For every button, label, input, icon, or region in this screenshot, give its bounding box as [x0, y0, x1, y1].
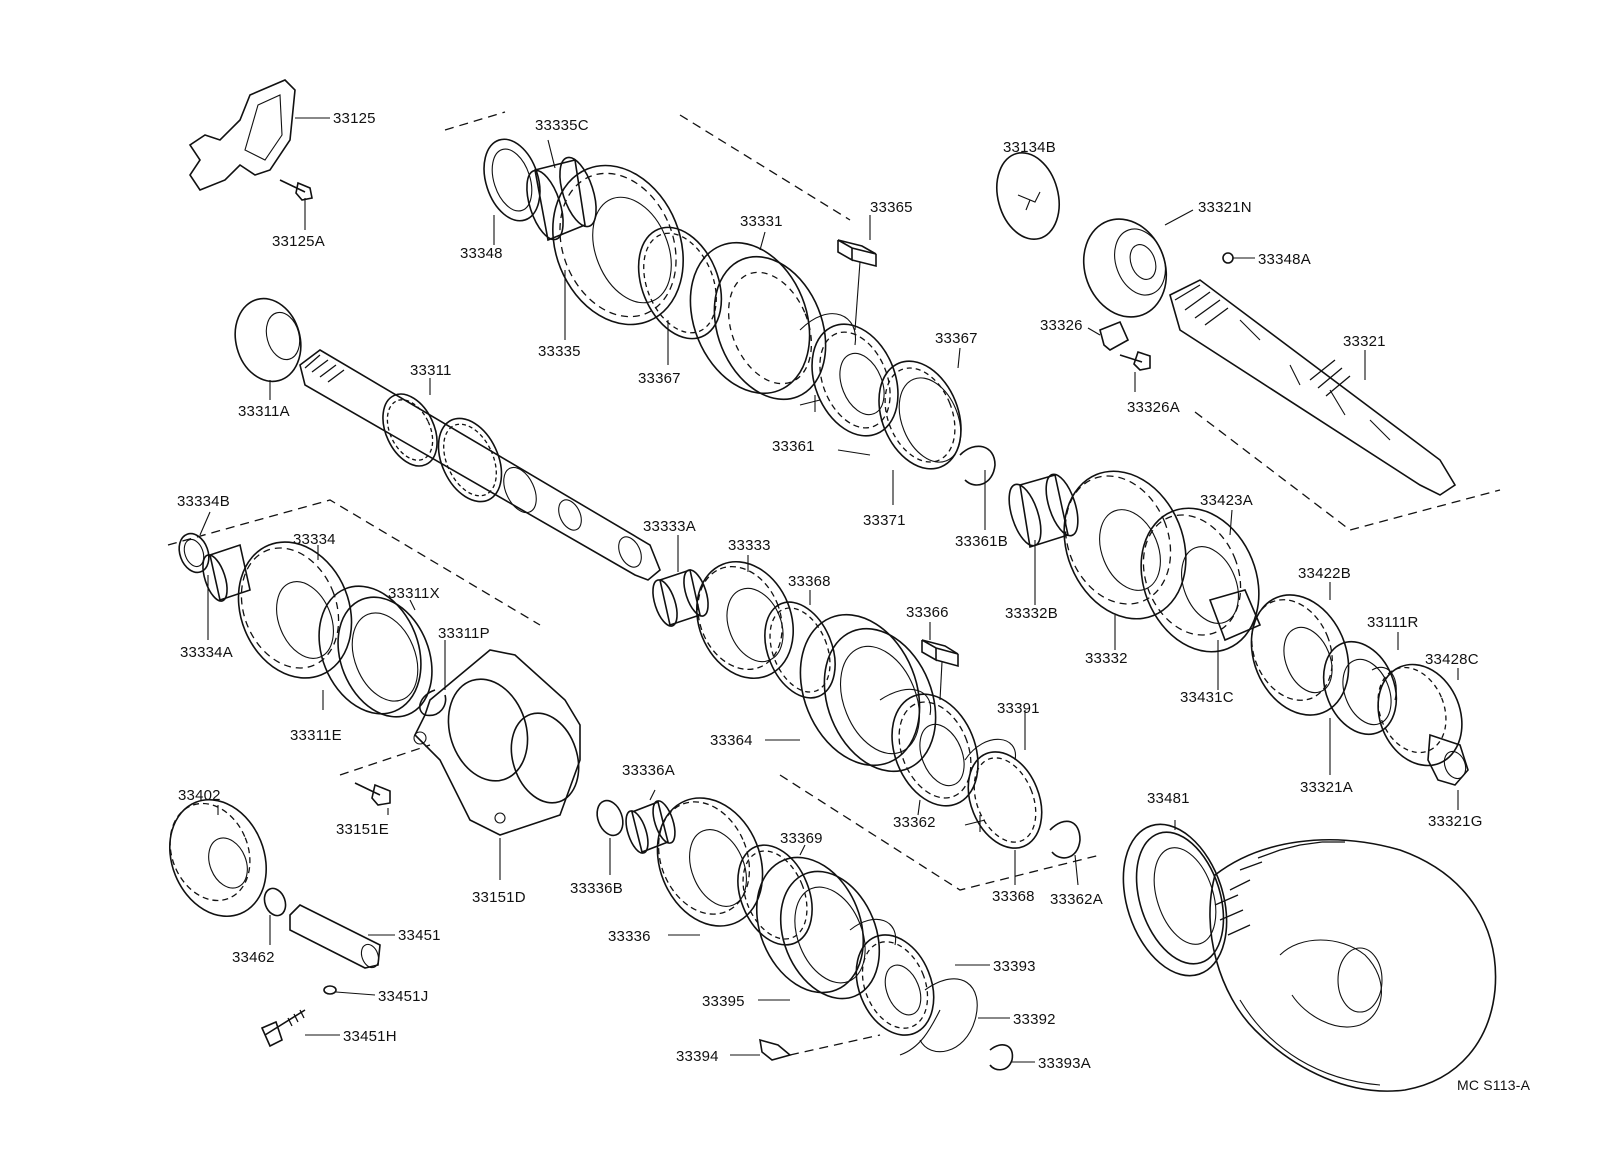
top-gear-group: [483, 138, 996, 486]
washer-33134B: [996, 151, 1060, 241]
label-33371: 33371: [863, 512, 906, 529]
label-33451H: 33451H: [343, 1028, 397, 1045]
label-33333: 33333: [728, 537, 771, 554]
group-outlines: [167, 111, 1501, 1056]
label-33367-right: 33367: [935, 330, 978, 347]
label-33326: 33326: [1040, 317, 1083, 334]
label-33311X: 33311X: [388, 585, 440, 602]
label-33334: 33334: [293, 531, 336, 548]
label-33311A: 33311A: [238, 403, 290, 420]
middle-gear-group: [652, 560, 1081, 859]
bracket-33125: [188, 79, 313, 201]
label-33361B: 33361B: [955, 533, 1008, 550]
label-33428C: 33428C: [1425, 651, 1479, 668]
label-33332: 33332: [1085, 650, 1128, 667]
label-33361: 33361: [772, 438, 815, 455]
label-33151D: 33151D: [472, 889, 526, 906]
label-33393A: 33393A: [1038, 1055, 1091, 1072]
label-33364: 33364: [710, 732, 753, 749]
label-33431C: 33431C: [1180, 689, 1234, 706]
fifth-gear-group: [596, 797, 1014, 1071]
label-33311P: 33311P: [438, 625, 490, 642]
label-33321N: 33321N: [1198, 199, 1252, 216]
label-33362A: 33362A: [1050, 891, 1103, 908]
label-33362: 33362: [893, 814, 936, 831]
label-33335C: 33335C: [535, 117, 589, 134]
label-33451J: 33451J: [378, 988, 428, 1005]
input-shaft-33311: [234, 297, 661, 581]
label-33368-lower: 33368: [992, 888, 1035, 905]
label-33451: 33451: [398, 927, 441, 944]
label-33335: 33335: [538, 343, 581, 360]
label-33348: 33348: [460, 245, 503, 262]
label-33393: 33393: [993, 958, 1036, 975]
label-33422B: 33422B: [1298, 565, 1351, 582]
label-33402: 33402: [178, 787, 221, 804]
diagram-code: MC S113-A: [1457, 1077, 1531, 1093]
label-33125: 33125: [333, 110, 376, 127]
label-33326A: 33326A: [1127, 399, 1180, 416]
part-labels: 33125 33125A 33335C 33348 33335 33331 33…: [177, 110, 1531, 1093]
label-33333A: 33333A: [643, 518, 696, 535]
label-33125A: 33125A: [272, 233, 325, 250]
label-33332B: 33332B: [1005, 605, 1058, 622]
label-33336B: 33336B: [570, 880, 623, 897]
label-33462: 33462: [232, 949, 275, 966]
label-33336: 33336: [608, 928, 651, 945]
left-gear-group: [178, 532, 447, 718]
output-shaft-33321: [1082, 218, 1457, 496]
label-33321G: 33321G: [1428, 813, 1483, 830]
label-33321: 33321: [1343, 333, 1386, 350]
label-33391: 33391: [997, 700, 1040, 717]
right-gear-group: [1008, 470, 1469, 786]
label-33481: 33481: [1147, 790, 1190, 807]
plate-33151D: [354, 649, 581, 836]
label-33368-upper: 33368: [788, 573, 831, 590]
label-33394: 33394: [676, 1048, 719, 1065]
label-33366: 33366: [906, 604, 949, 621]
label-33334B: 33334B: [177, 493, 230, 510]
label-33369: 33369: [780, 830, 823, 847]
label-33395: 33395: [702, 993, 745, 1010]
label-33311: 33311: [410, 362, 452, 379]
label-33336A: 33336A: [622, 762, 675, 779]
label-33392: 33392: [1013, 1011, 1056, 1028]
label-33423A: 33423A: [1200, 492, 1253, 509]
label-33111R: 33111R: [1367, 614, 1419, 631]
label-33311E: 33311E: [290, 727, 342, 744]
label-33334A: 33334A: [180, 644, 233, 661]
label-33348A: 33348A: [1258, 251, 1311, 268]
label-33134B: 33134B: [1003, 139, 1056, 156]
label-33367-left: 33367: [638, 370, 681, 387]
label-33331: 33331: [740, 213, 783, 230]
label-33321A: 33321A: [1300, 779, 1353, 796]
ring-gear-33481: [1122, 823, 1497, 1092]
reverse-idler-group: [168, 798, 381, 1048]
label-33151E: 33151E: [336, 821, 389, 838]
leader-lines: [199, 117, 1459, 1063]
label-33365: 33365: [870, 199, 913, 216]
